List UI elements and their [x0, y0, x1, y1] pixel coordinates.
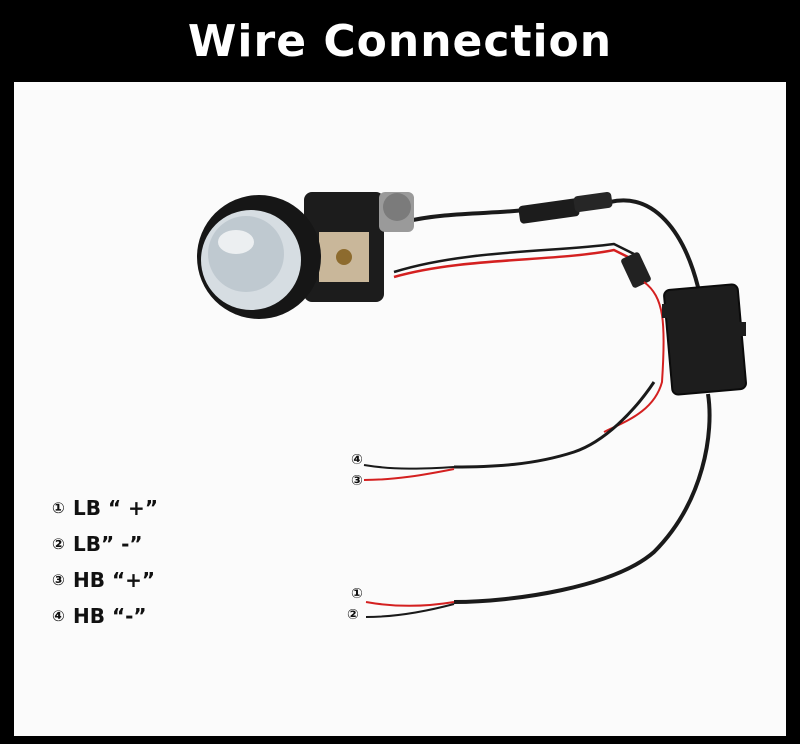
- page-title: Wire Connection: [187, 15, 613, 67]
- legend-item: ② LB” -”: [52, 532, 143, 556]
- wire-label-3: ③: [351, 473, 363, 489]
- header-bar: Wire Connection: [0, 0, 800, 82]
- product-photo: ④ ③ ① ② ① LB “ +” ② LB” -” ③ HB “+” ④ HB…: [14, 82, 786, 736]
- legend-item: ④ HB “-”: [52, 604, 147, 628]
- legend-item: ① LB “ +”: [52, 496, 158, 520]
- headlight-illustration: [197, 191, 747, 618]
- wire-legend: ① LB “ +” ② LB” -” ③ HB “+” ④ HB “-”: [52, 490, 158, 634]
- wire-label-2: ②: [347, 607, 359, 623]
- wire-label-1: ①: [351, 586, 363, 602]
- legend-item: ③ HB “+”: [52, 568, 155, 592]
- wire-label-4: ④: [351, 452, 363, 468]
